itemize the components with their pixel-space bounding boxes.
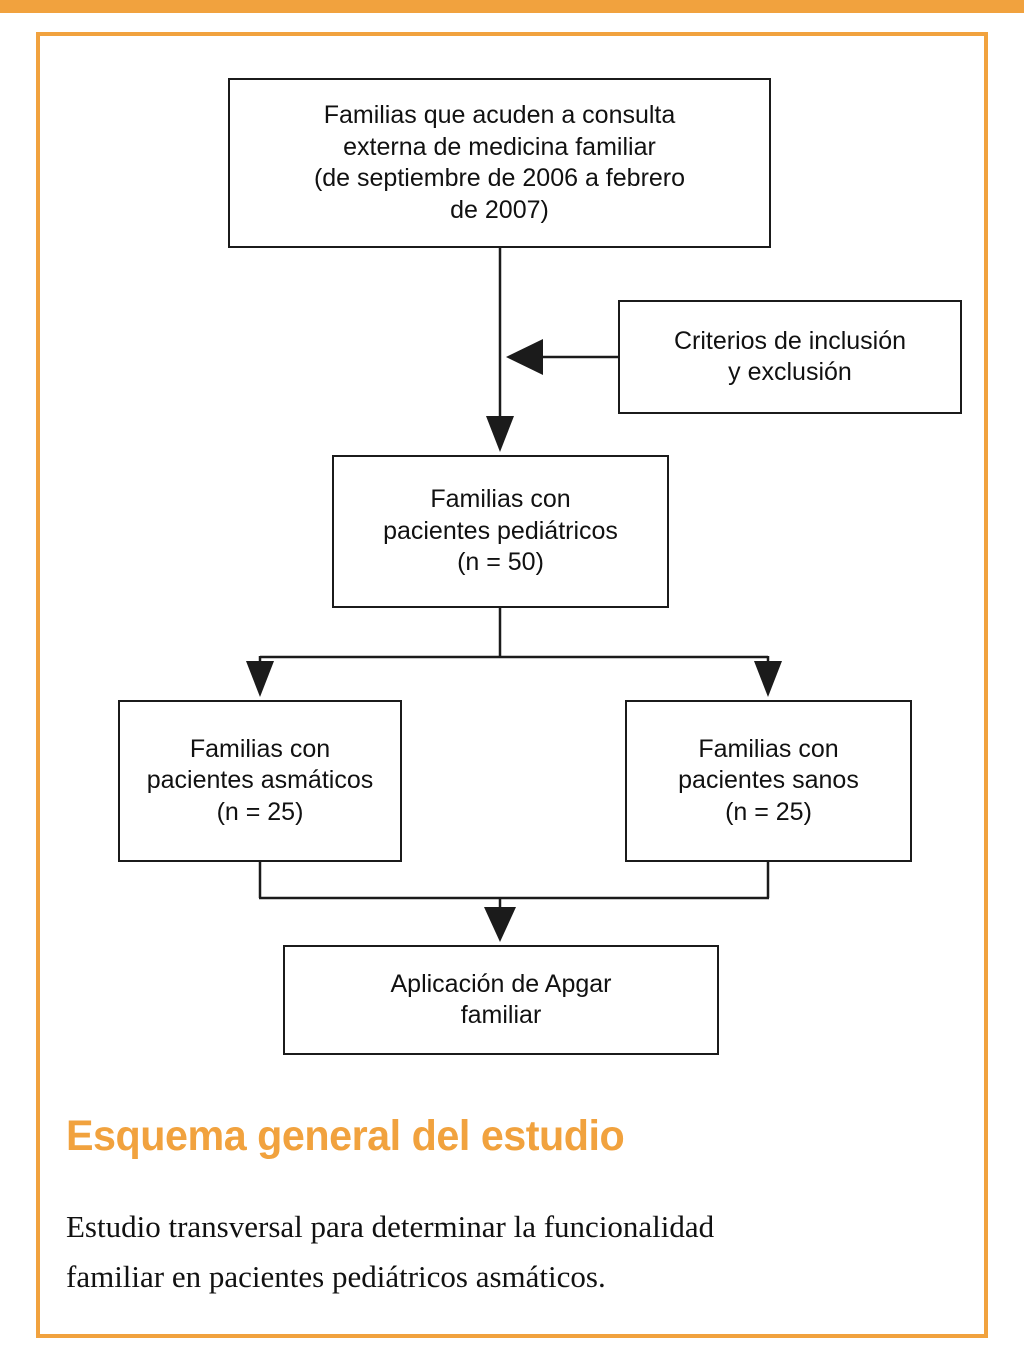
flow-box-asthmatic-text: Familias con pacientes asmáticos (n = 25… bbox=[146, 734, 374, 826]
flow-box-population: Familias que acuden a consulta externa d… bbox=[228, 78, 771, 248]
flow-box-apgar: Aplicación de Apgar familiar bbox=[283, 945, 719, 1055]
flow-box-population-text: Familias que acuden a consulta externa d… bbox=[313, 101, 686, 224]
flow-box-criteria: Criterios de inclusión y exclusión bbox=[618, 300, 962, 414]
flow-box-asthmatic: Familias con pacientes asmáticos (n = 25… bbox=[118, 700, 402, 862]
flow-box-pediatric: Familias con pacientes pediátricos (n = … bbox=[332, 455, 669, 608]
figure-caption: Estudio transversal para determinar la f… bbox=[66, 1209, 715, 1294]
flow-box-pediatric-text: Familias con pacientes pediátricos (n = … bbox=[383, 485, 618, 577]
top-accent-bar bbox=[0, 0, 1024, 13]
flow-box-criteria-text: Criterios de inclusión y exclusión bbox=[673, 326, 907, 387]
flow-box-healthy-text: Familias con pacientes sanos (n = 25) bbox=[678, 734, 859, 826]
flow-box-apgar-text: Aplicación de Apgar familiar bbox=[390, 969, 612, 1030]
flow-box-healthy: Familias con pacientes sanos (n = 25) bbox=[625, 700, 912, 862]
figure-frame-border bbox=[36, 32, 988, 1338]
figure-title: Esquema general del estudio bbox=[66, 1112, 625, 1160]
